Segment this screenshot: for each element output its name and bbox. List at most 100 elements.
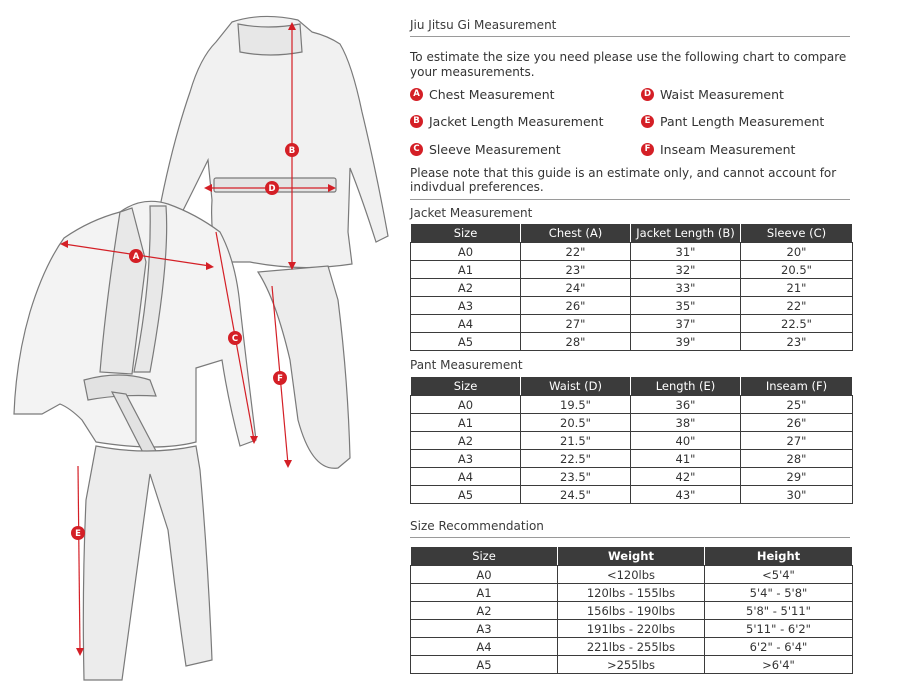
column-header: Sleeve (C): [740, 223, 853, 243]
table-cell: A5: [410, 485, 521, 504]
table-cell: 6'2" - 6'4": [704, 637, 853, 656]
table-cell: 27": [520, 314, 631, 333]
legend-item-b: B Jacket Length Measurement: [410, 113, 603, 129]
table-cell: 25": [740, 395, 853, 414]
table-cell: 28": [740, 449, 853, 468]
table-cell: 5'8" - 5'11": [704, 601, 853, 620]
table-cell: 42": [630, 467, 741, 486]
table-cell: 41": [630, 449, 741, 468]
marker-d-icon: D: [265, 181, 279, 195]
legend-item-d: D Waist Measurement: [641, 86, 784, 102]
table-cell: 35": [630, 296, 741, 315]
legend-item-a: A Chest Measurement: [410, 86, 555, 102]
column-header: Size: [410, 546, 558, 566]
note-divider: [410, 199, 850, 200]
table-cell: 19.5": [520, 395, 631, 414]
svg-text:C: C: [232, 334, 238, 344]
table-cell: 26": [740, 413, 853, 432]
back-jacket: [155, 15, 389, 469]
table-cell: 28": [520, 332, 631, 351]
table-cell: A4: [410, 467, 521, 486]
column-header: Size: [410, 376, 521, 396]
svg-text:B: B: [289, 146, 295, 156]
table-cell: 40": [630, 431, 741, 450]
column-header: Waist (D): [520, 376, 631, 396]
table-cell: 20.5": [740, 260, 853, 279]
marker-c-icon: C: [228, 331, 242, 345]
table-cell: A0: [410, 565, 558, 584]
pant-section-title: Pant Measurement: [410, 358, 523, 372]
column-header: Height: [704, 546, 853, 566]
table-cell: A0: [410, 242, 521, 261]
table-cell: A4: [410, 637, 558, 656]
table-cell: 27": [740, 431, 853, 450]
table-cell: 5'11" - 6'2": [704, 619, 853, 638]
table-cell: 24": [520, 278, 631, 297]
column-header: Weight: [557, 546, 705, 566]
table-cell: 32": [630, 260, 741, 279]
table-cell: <120lbs: [557, 565, 705, 584]
marker-f-icon: F: [273, 371, 287, 385]
marker-a-icon: A: [410, 87, 423, 101]
column-header: Jacket Length (B): [630, 223, 741, 243]
table-cell: A5: [410, 332, 521, 351]
table-cell: 21.5": [520, 431, 631, 450]
marker-b-icon: B: [410, 114, 423, 128]
table-cell: 31": [630, 242, 741, 261]
marker-c-icon: C: [410, 142, 423, 156]
legend-label: Jacket Length Measurement: [429, 113, 604, 129]
table-cell: 21": [740, 278, 853, 297]
table-cell: A3: [410, 449, 521, 468]
column-header: Inseam (F): [740, 376, 853, 396]
table-cell: A2: [410, 278, 521, 297]
table-cell: 120lbs - 155lbs: [557, 583, 705, 602]
column-header: Chest (A): [520, 223, 631, 243]
table-cell: A1: [410, 583, 558, 602]
gi-illustration: A B C D E F: [13, 15, 389, 681]
legend-label: Waist Measurement: [660, 86, 784, 102]
table-cell: 24.5": [520, 485, 631, 504]
marker-a-icon: A: [129, 249, 143, 263]
table-cell: 20": [740, 242, 853, 261]
legend-label: Pant Length Measurement: [660, 113, 825, 129]
jacket-table: Size Chest (A) Jacket Length (B) Sleeve …: [410, 223, 853, 351]
diagram-markers: A B C D E F: [71, 143, 299, 540]
svg-text:F: F: [277, 374, 283, 384]
marker-f-icon: F: [641, 142, 654, 156]
front-jacket: [13, 200, 257, 681]
table-cell: >255lbs: [557, 655, 705, 674]
legend-item-f: F Inseam Measurement: [641, 141, 795, 157]
table-cell: 37": [630, 314, 741, 333]
table-cell: 5'4" - 5'8": [704, 583, 853, 602]
table-row: A5>255lbs>6'4": [410, 655, 853, 674]
table-cell: A1: [410, 413, 521, 432]
table-cell: 156lbs - 190lbs: [557, 601, 705, 620]
marker-b-icon: B: [285, 143, 299, 157]
recommendation-section-title: Size Recommendation: [410, 519, 544, 533]
recommendation-divider: [410, 537, 850, 538]
table-cell: A2: [410, 431, 521, 450]
svg-text:E: E: [75, 529, 81, 539]
marker-e-icon: E: [641, 114, 654, 128]
table-cell: 30": [740, 485, 853, 504]
jacket-section-title: Jacket Measurement: [410, 206, 533, 220]
measure-arrowheads: [60, 22, 336, 656]
disclaimer-note: Please note that this guide is an estima…: [410, 166, 837, 194]
table-cell: 23.5": [520, 467, 631, 486]
svg-text:D: D: [268, 184, 275, 194]
table-cell: 26": [520, 296, 631, 315]
legend-label: Chest Measurement: [429, 86, 555, 102]
table-cell: 29": [740, 467, 853, 486]
